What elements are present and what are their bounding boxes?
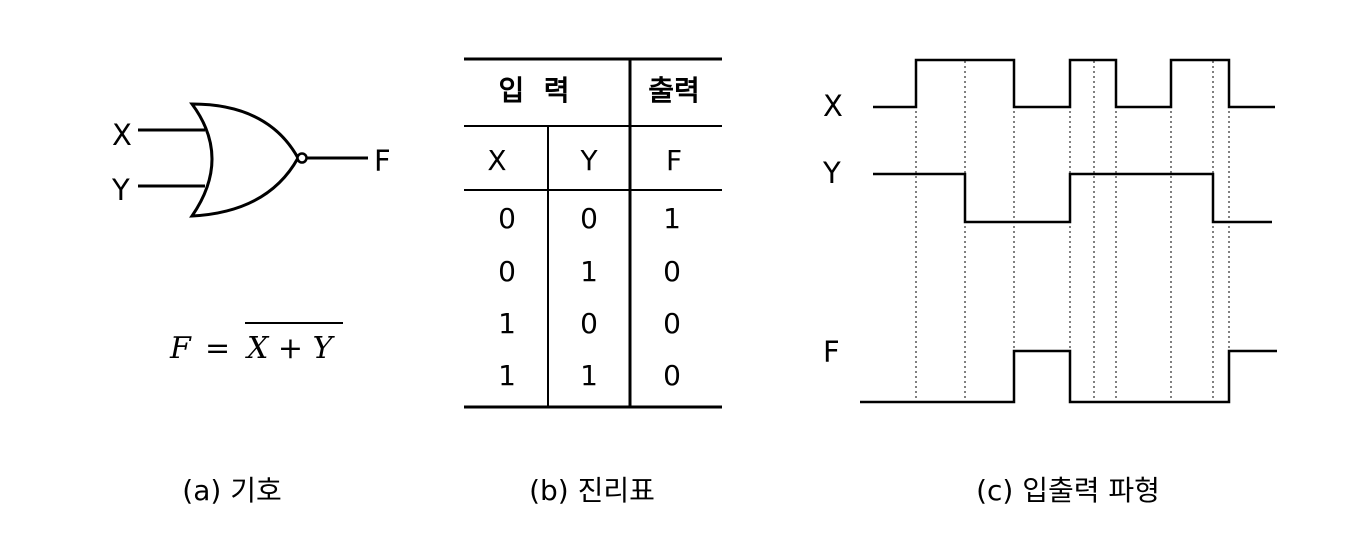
table-cell: 1 (580, 359, 598, 392)
caption-truth-table: (b) 진리표 (529, 474, 655, 507)
wave-trace-f (860, 349, 1277, 404)
table-col-header-f: F (666, 144, 682, 177)
gate-output-f-label: F (374, 144, 391, 178)
wave-label-x: X (823, 89, 843, 123)
wave-trace-y (873, 172, 1272, 224)
table-cell: 0 (580, 202, 598, 235)
wave-label-y: Y (822, 156, 841, 190)
wave-traces (860, 58, 1277, 404)
gate-input-x-label: X (112, 118, 132, 152)
wave-guide-lines (915, 61, 1230, 402)
table-cell: 1 (498, 359, 516, 392)
table-cell: 0 (663, 359, 681, 392)
table-cell: 0 (580, 307, 598, 340)
truth-table-panel: 입 력 출력 X Y F 0 0 1 0 1 0 1 0 0 1 1 0 (b) 진리표 (464, 57, 722, 507)
nor-gate-body (189, 102, 300, 218)
table-header-output: 출력 (648, 74, 700, 107)
table-col-header-y: Y (579, 144, 598, 177)
table-cell: 0 (663, 307, 681, 340)
wave-label-f: F (823, 335, 840, 369)
formula-rhs: X + Y (245, 331, 336, 366)
table-cell: 0 (498, 202, 516, 235)
caption-symbol: (a) 기호 (182, 474, 281, 507)
wave-trace-x (873, 58, 1275, 109)
inversion-bubble (296, 152, 308, 164)
table-cell: 1 (663, 202, 681, 235)
table-cell: 1 (580, 255, 598, 288)
formula-equals: = (205, 331, 230, 366)
truth-table-rows: 0 0 1 0 1 0 1 0 0 1 1 0 (498, 202, 681, 392)
waveform-panel: X Y F (c) 입출력 파형 (822, 58, 1277, 507)
formula-lhs: F (169, 331, 192, 366)
nor-symbol-panel: X Y F F = X + Y (a) 기호 (111, 102, 391, 507)
table-cell: 0 (498, 255, 516, 288)
caption-waveform: (c) 입출력 파형 (976, 474, 1160, 507)
table-cell: 0 (663, 255, 681, 288)
table-cell: 1 (498, 307, 516, 340)
gate-input-y-label: Y (111, 173, 130, 207)
table-col-header-x: X (487, 144, 506, 177)
table-header-inputs: 입 력 (498, 74, 569, 107)
